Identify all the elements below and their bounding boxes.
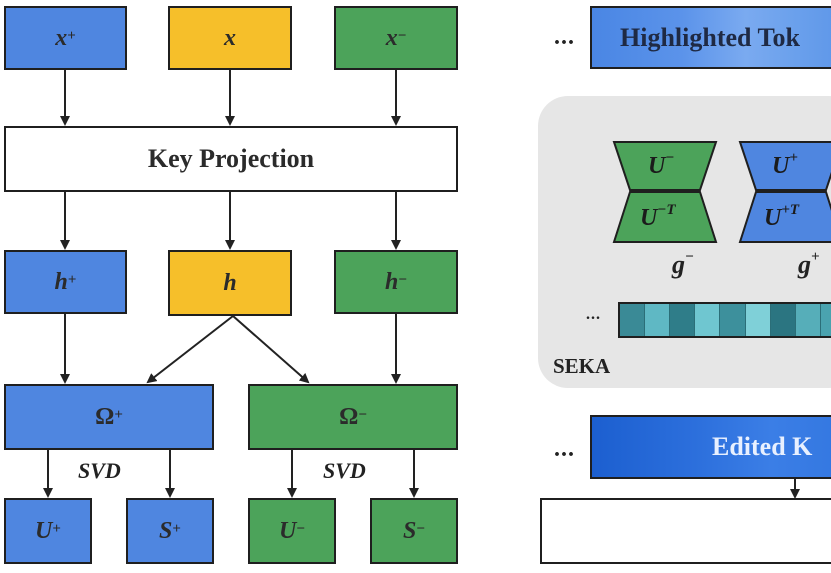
- u-plus-sup: +: [52, 520, 61, 537]
- h-minus-sup: −: [398, 271, 407, 288]
- u-minus-top-sup: −: [665, 150, 675, 166]
- key-projection-label: Key Projection: [147, 144, 315, 173]
- token-cell: [795, 304, 821, 336]
- token-cell: [620, 304, 646, 336]
- highlighted-tokens-label: Highlighted Tok: [620, 22, 800, 52]
- token-cell: [770, 304, 796, 336]
- x-minus-box: x−: [334, 6, 458, 70]
- arrow-h-to-omega-plus: [146, 315, 234, 384]
- s-minus-base: S: [403, 517, 417, 544]
- svd-label-plus: SVD: [78, 458, 121, 483]
- h-base: h: [223, 269, 237, 296]
- token-cell: [695, 304, 721, 336]
- token-cell: [820, 304, 831, 336]
- highlighted-tokens-banner: Highlighted Tok: [590, 6, 831, 69]
- u-minus-base: U: [279, 517, 297, 544]
- x-minus-base: x: [385, 24, 398, 51]
- g-plus-base: g: [798, 250, 811, 279]
- token-cell: [645, 304, 671, 336]
- token-cell: [720, 304, 746, 336]
- output-box: [540, 498, 831, 564]
- u-minus-bottom-sup: −T: [657, 202, 676, 218]
- omega-plus-box: Ω+: [4, 384, 214, 450]
- s-minus-box: S−: [370, 498, 458, 564]
- ellipsis-token-bar: ...: [586, 306, 601, 323]
- token-cell: [745, 304, 771, 336]
- x-minus-sup: −: [397, 27, 407, 44]
- g-minus-base: g: [672, 250, 685, 279]
- h-plus-sup: +: [67, 271, 77, 288]
- s-plus-sup: +: [172, 520, 181, 537]
- svd-label-minus: SVD: [323, 458, 366, 483]
- g-minus-sup: −: [685, 249, 695, 266]
- h-box: h: [168, 250, 292, 316]
- omega-plus-sup: +: [114, 406, 123, 423]
- x-plus-box: x+: [4, 6, 127, 70]
- x-plus-sup: +: [67, 27, 76, 44]
- u-plus-box: U+: [4, 498, 92, 564]
- s-plus-box: S+: [126, 498, 214, 564]
- u-minus-top-label: U−: [648, 150, 675, 180]
- ellipsis-bottom: ...: [554, 436, 575, 462]
- u-plus-bottom-base: U: [764, 205, 782, 231]
- g-plus-label: g+: [798, 249, 820, 280]
- u-minus-top-base: U: [648, 153, 666, 179]
- x-base: x: [224, 24, 236, 51]
- u-minus-bottom-label: U−T: [640, 202, 676, 232]
- u-plus-top-sup: +: [789, 150, 798, 166]
- token-bar: [618, 302, 831, 338]
- omega-minus-base: Ω: [339, 403, 359, 430]
- edited-keys-banner: Edited K: [590, 415, 831, 479]
- x-box: x: [168, 6, 292, 70]
- omega-minus-box: Ω−: [248, 384, 458, 450]
- s-minus-sup: −: [416, 520, 425, 537]
- u-plus-top-label: U+: [772, 150, 798, 180]
- g-plus-sup: +: [811, 249, 820, 266]
- u-minus-bottom-base: U: [640, 205, 658, 231]
- u-plus-bottom-label: U+T: [764, 202, 800, 232]
- h-plus-box: h+: [4, 250, 127, 314]
- x-plus-base: x: [55, 24, 68, 51]
- key-projection-box: Key Projection: [4, 126, 458, 192]
- seka-label: SEKA: [553, 354, 611, 378]
- omega-minus-sup: −: [358, 406, 367, 423]
- edited-keys-label: Edited K: [712, 432, 813, 461]
- g-minus-label: g−: [672, 249, 695, 280]
- u-minus-box: U−: [248, 498, 336, 564]
- seka-panel: [538, 96, 831, 388]
- u-plus-bottom-sup: +T: [781, 202, 800, 218]
- u-minus-sup: −: [296, 520, 305, 537]
- ellipsis-top: ...: [554, 24, 575, 50]
- h-plus-base: h: [54, 268, 68, 295]
- arrow-h-to-omega-minus: [232, 315, 310, 384]
- token-cell: [670, 304, 696, 336]
- s-plus-base: S: [159, 517, 173, 544]
- omega-plus-base: Ω: [95, 403, 115, 430]
- u-plus-base: U: [35, 517, 53, 544]
- h-minus-box: h−: [334, 250, 458, 314]
- h-minus-base: h: [385, 268, 399, 295]
- u-plus-top-base: U: [772, 153, 790, 179]
